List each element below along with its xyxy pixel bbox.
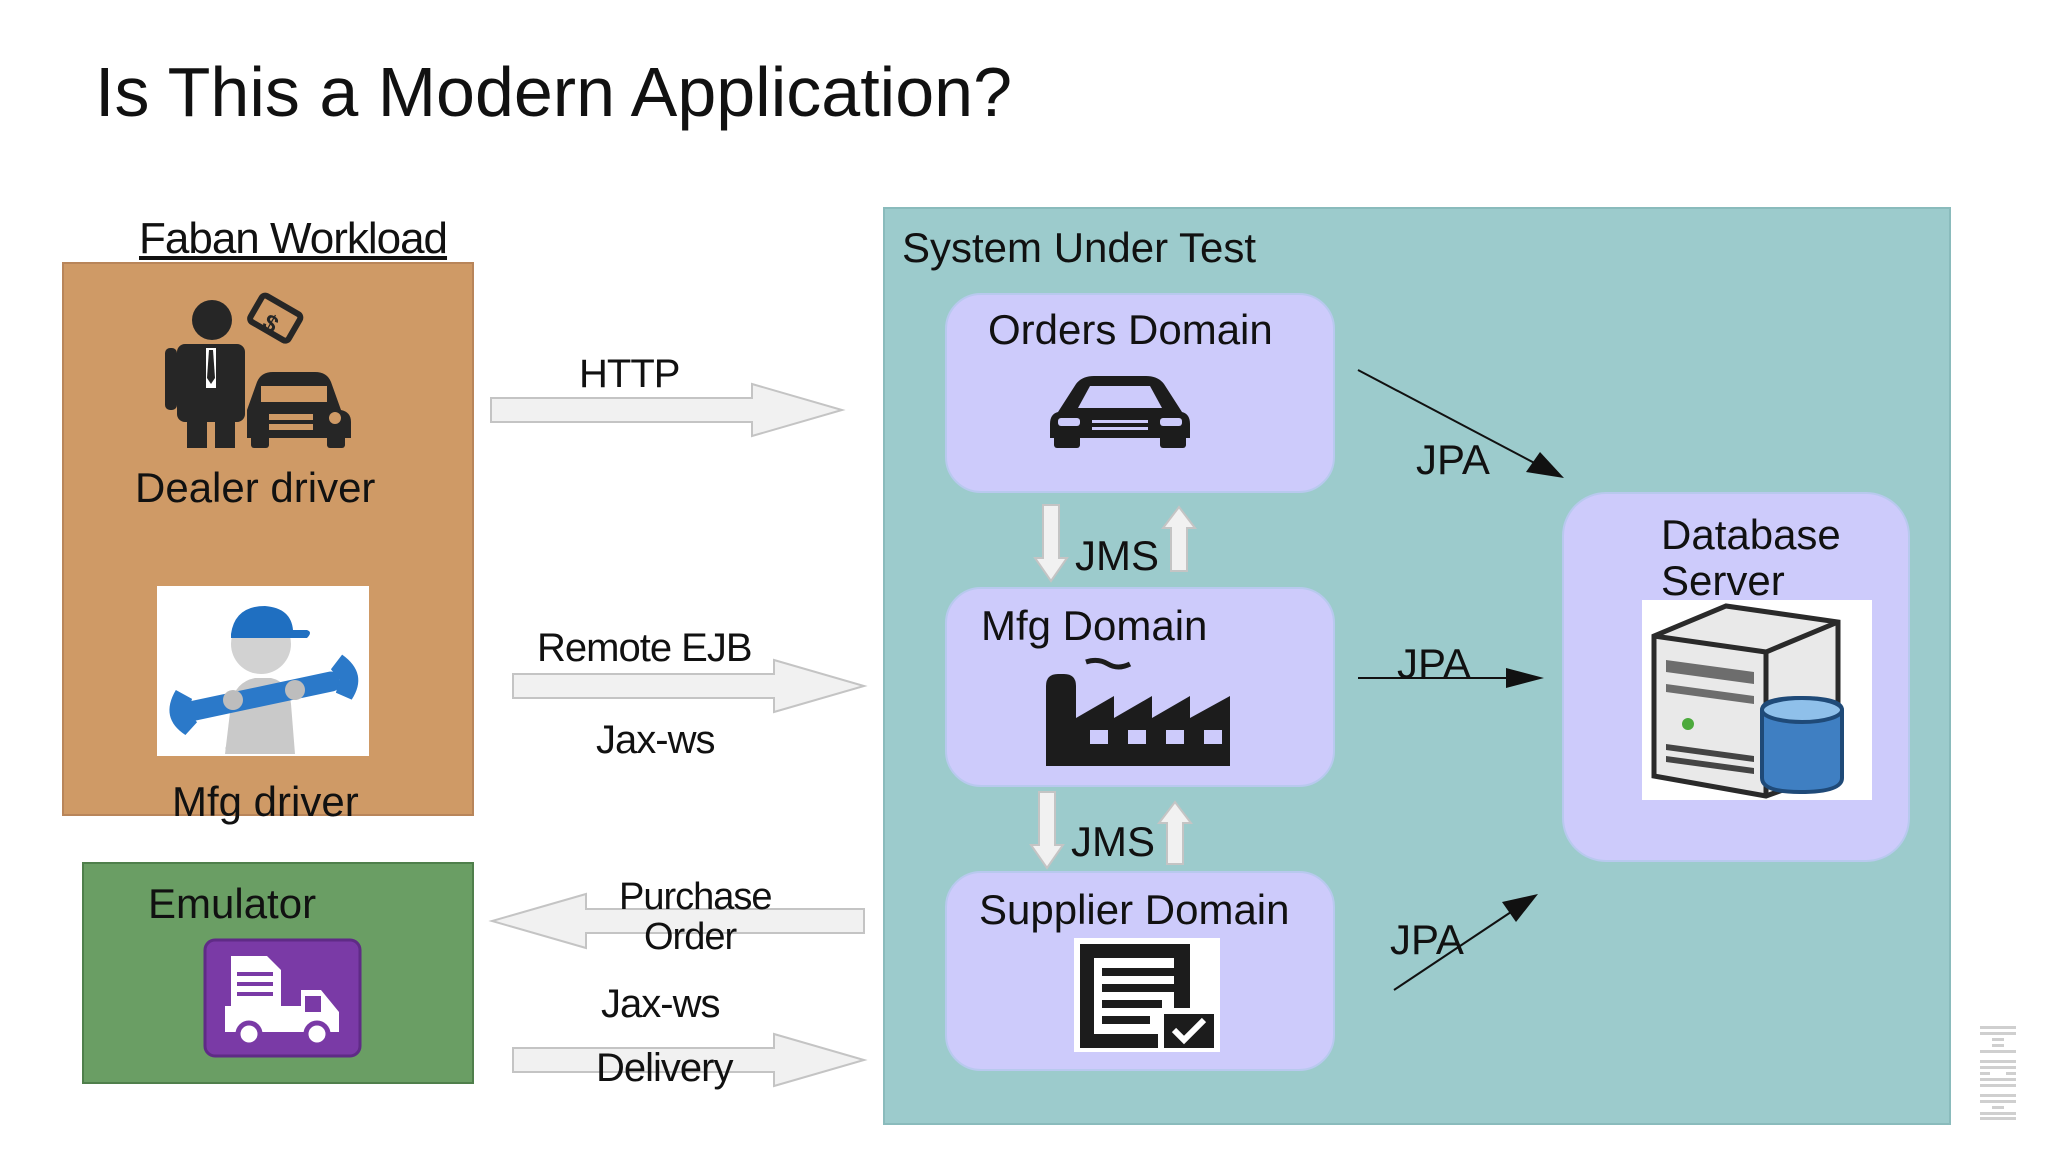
page-title: Is This a Modern Application? [95, 53, 1013, 131]
jaxws-label-2: Jax-ws [601, 982, 720, 1026]
purchase-order-label-line2: Order [644, 916, 737, 958]
jms-label-2: JMS [1071, 818, 1155, 865]
jms-label-1: JMS [1075, 532, 1159, 579]
jaxws-label-1: Jax-ws [596, 718, 715, 762]
factory-icon [1046, 657, 1230, 766]
database-label-line1: Database [1661, 511, 1841, 558]
purchase-order-arrow [488, 892, 865, 950]
ibm-logo [1980, 1026, 2016, 1120]
database-server-label: Database Server [1661, 512, 1841, 604]
dealer-driver-label: Dealer driver [135, 464, 376, 511]
orders-domain-label: Orders Domain [988, 306, 1273, 353]
http-arrow [490, 382, 846, 438]
document-check-icon [1074, 938, 1220, 1052]
emulator-label: Emulator [148, 880, 317, 927]
delivery-arrow [512, 1032, 868, 1088]
remote-ejb-arrow [512, 658, 868, 714]
mechanic-wrench-icon [169, 606, 359, 754]
jpa-arrow-supplier [1393, 894, 1538, 991]
jms-arrow-down-1 [1033, 504, 1069, 583]
faban-workload-title: Faban Workload [139, 214, 448, 263]
jpa-arrow-orders [1357, 369, 1564, 478]
jpa-arrow-mfg [1358, 668, 1544, 688]
car-icon [1050, 376, 1190, 448]
http-label: HTTP [579, 352, 680, 396]
mfg-domain-label: Mfg Domain [981, 602, 1208, 649]
purchase-order-label-line1: Purchase [619, 876, 773, 918]
delivery-truck-icon [203, 938, 362, 1058]
jms-arrow-down-2 [1029, 791, 1065, 870]
jpa-label-supplier: JPA [1390, 916, 1464, 963]
jms-arrow-up-2 [1156, 800, 1194, 865]
database-server-icon [1651, 603, 1844, 799]
mfg-driver-label: Mfg driver [172, 778, 359, 825]
delivery-label: Delivery [596, 1046, 733, 1090]
system-under-test-label: System Under Test [902, 224, 1257, 271]
jms-arrow-up-1 [1160, 505, 1198, 572]
dealer-car-icon: $ [165, 292, 351, 448]
supplier-domain-label: Supplier Domain [979, 886, 1290, 933]
jpa-label-mfg: JPA [1397, 640, 1471, 687]
database-label-line2: Server [1661, 557, 1785, 604]
remote-ejb-label: Remote EJB [537, 626, 753, 670]
jpa-label-orders: JPA [1416, 436, 1490, 483]
